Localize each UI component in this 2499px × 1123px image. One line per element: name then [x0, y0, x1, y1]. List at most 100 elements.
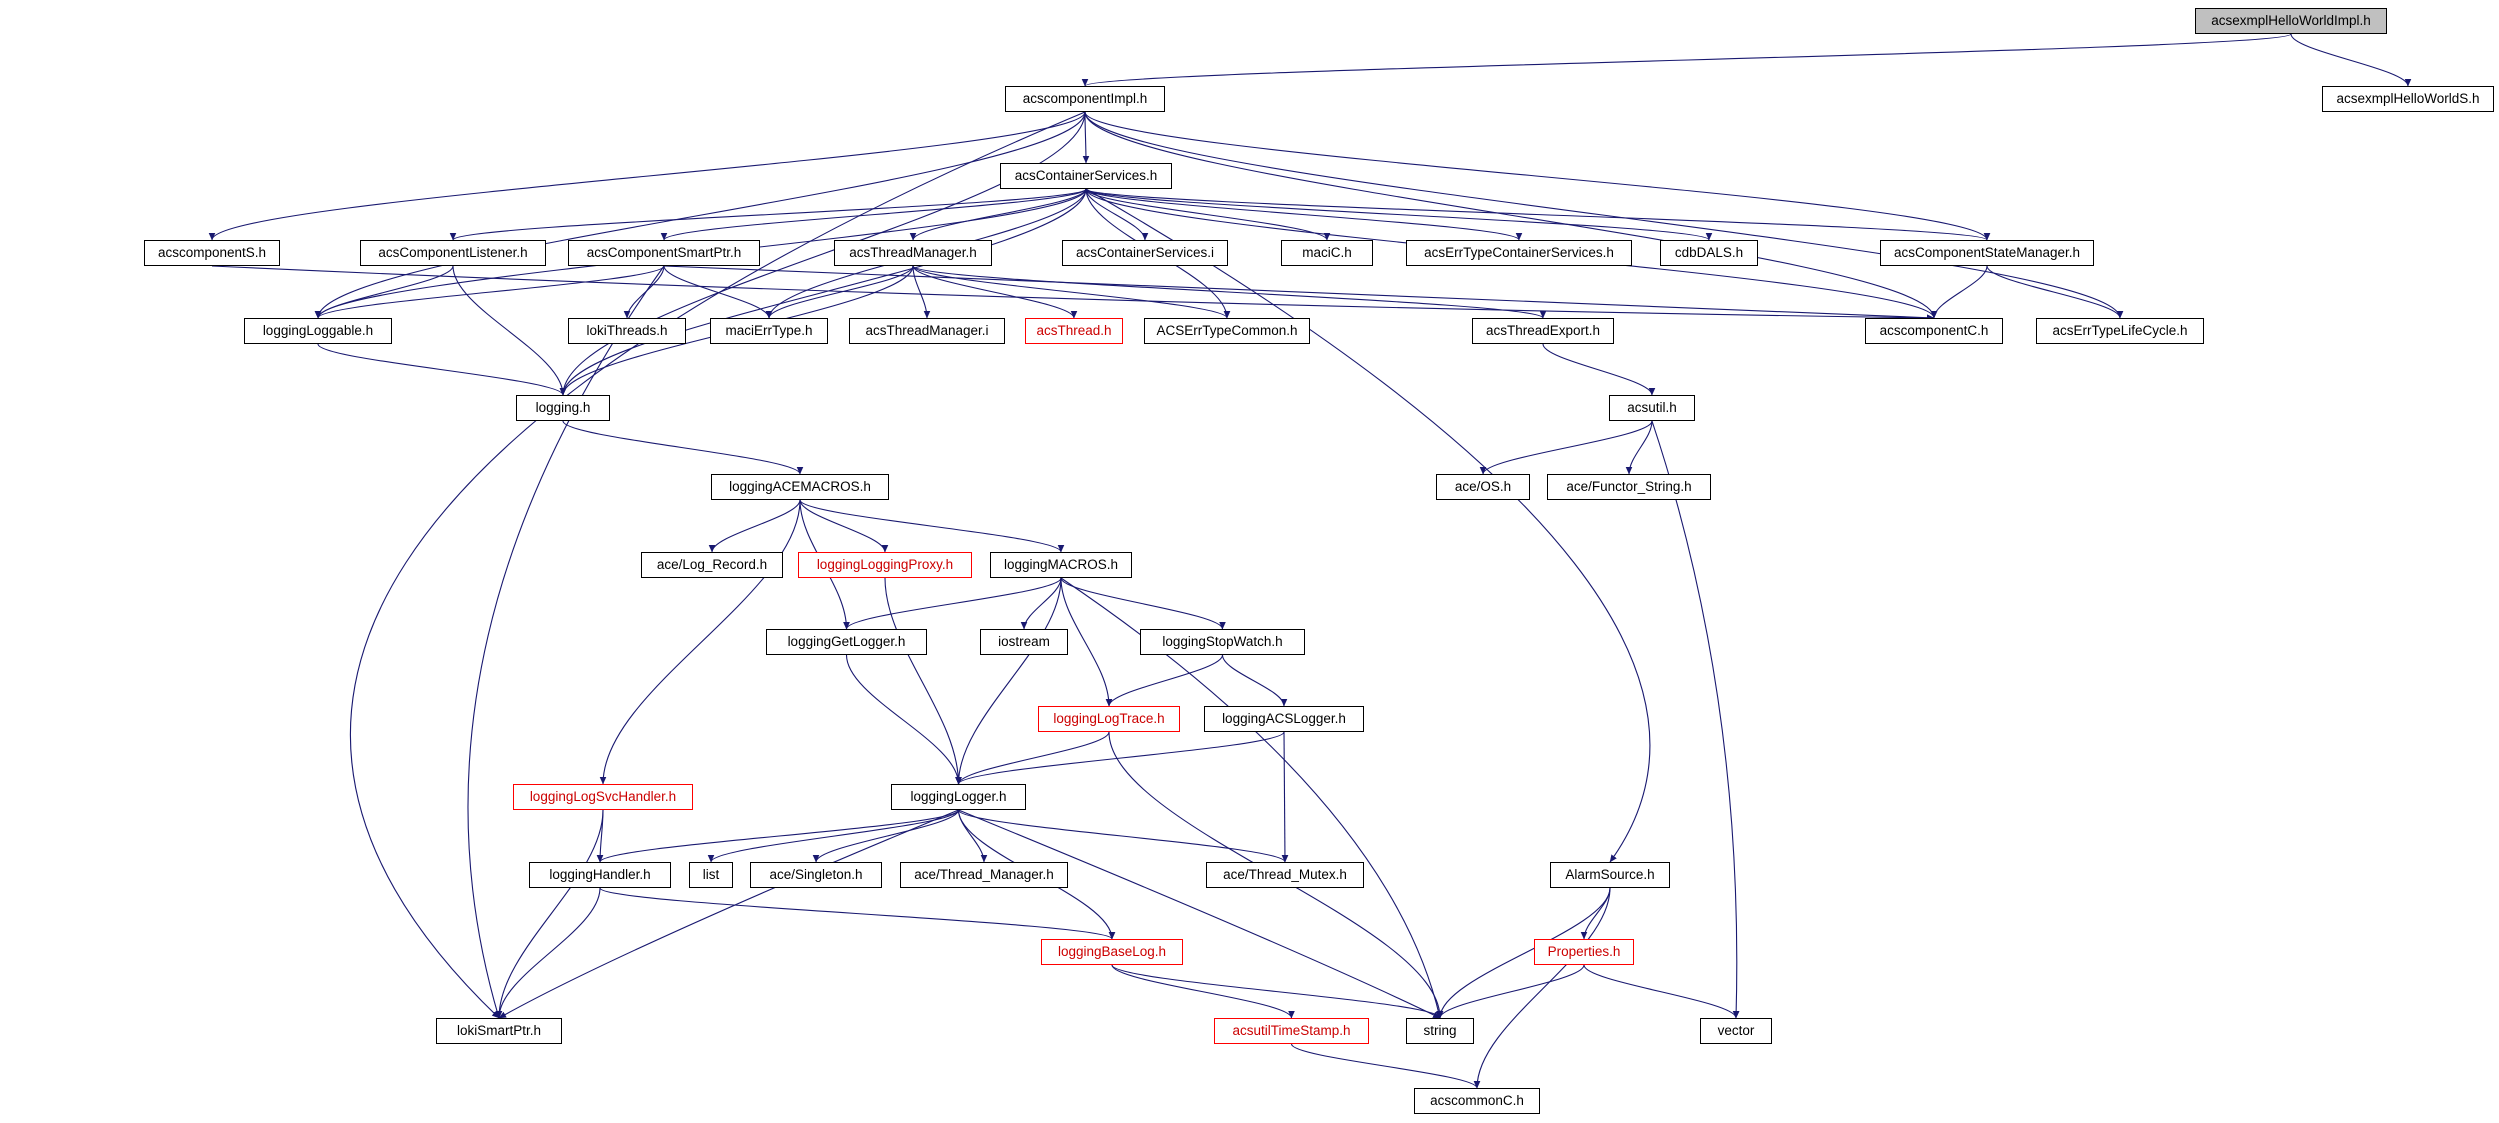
edge-acsutil-to-functorString [1625, 420, 1653, 475]
edge-componentSmartPtr-to-lokiSmartPtr [467, 265, 665, 1019]
edge-threadManager-to-maciErrType [765, 265, 914, 319]
edge-componentListener-to-logging [452, 265, 567, 396]
edge-componentImpl-to-loggable [314, 111, 1086, 319]
edge-baseLog-to-string [1111, 964, 1444, 1019]
graph-node-iostream[interactable]: iostream [980, 629, 1068, 655]
graph-node-list[interactable]: list [689, 862, 733, 888]
graph-node-threadManager[interactable]: acsThreadManager.h [834, 240, 992, 266]
edge-aceMacros-to-loggingMacros [799, 499, 1065, 553]
graph-node-threadManagerI[interactable]: acsThreadManager.i [849, 318, 1005, 344]
graph-node-loggable[interactable]: loggingLoggable.h [244, 318, 392, 344]
edge-containerServices-to-componentStateManager [1085, 188, 1990, 241]
graph-node-aceThreadManager[interactable]: ace/Thread_Manager.h [900, 862, 1068, 888]
graph-node-cdbDALS[interactable]: cdbDALS.h [1660, 240, 1758, 266]
edge-containerServices-to-componentListener [449, 188, 1087, 241]
edge-componentImpl-to-componentStateManager [1084, 111, 1991, 241]
graph-node-errTypeContainerServices[interactable]: acsErrTypeContainerServices.h [1406, 240, 1632, 266]
graph-node-aceMacros[interactable]: loggingACEMACROS.h [711, 474, 889, 500]
graph-node-logging[interactable]: logging.h [516, 395, 610, 421]
graph-node-functorString[interactable]: ace/Functor_String.h [1547, 474, 1711, 500]
graph-node-componentStateManager[interactable]: acsComponentStateManager.h [1880, 240, 2094, 266]
edge-containerServices-to-containerServicesI [1085, 188, 1149, 241]
edge-stopWatch-to-acsLogger [1221, 654, 1288, 707]
edge-logger-to-lokiSmartPtr [498, 809, 959, 1019]
edge-loggingMacros-to-iostream [1020, 577, 1062, 630]
edge-loggingMacros-to-stopWatch [1060, 577, 1226, 630]
graph-node-timeStamp[interactable]: acsutilTimeStamp.h [1214, 1018, 1369, 1044]
graph-node-loggingProxy[interactable]: loggingLoggingProxy.h [798, 552, 972, 578]
edge-getLogger-to-logger [845, 654, 962, 785]
graph-node-maciC[interactable]: maciC.h [1281, 240, 1373, 266]
graph-node-acsThread[interactable]: acsThread.h [1025, 318, 1123, 344]
edge-properties-to-vector [1583, 964, 1740, 1019]
edge-threadManager-to-errTypeCommon [912, 265, 1231, 319]
graph-node-componentSmartPtr[interactable]: acsComponentSmartPtr.h [568, 240, 760, 266]
edge-stopWatch-to-logTrace [1105, 654, 1224, 707]
edge-aceMacros-to-svcHandler [599, 499, 801, 785]
edge-logTrace-to-logger [955, 731, 1110, 785]
graph-node-threadExport[interactable]: acsThreadExport.h [1472, 318, 1614, 344]
graph-node-vector[interactable]: vector [1700, 1018, 1772, 1044]
edge-componentImpl-to-componentS [208, 111, 1086, 241]
edge-loggable-to-logging [317, 343, 567, 396]
edge-componentImpl-to-componentC [1084, 111, 1938, 319]
edge-timeStamp-to-acscommonC [1290, 1043, 1481, 1089]
edge-properties-to-string [1436, 964, 1585, 1019]
graph-node-main[interactable]: acsexmplHelloWorldImpl.h [2195, 8, 2387, 34]
edge-alarmSource-to-string [1436, 887, 1611, 1019]
graph-node-svcHandler[interactable]: loggingLogSvcHandler.h [513, 784, 693, 810]
graph-node-logger[interactable]: loggingLogger.h [891, 784, 1026, 810]
edge-containerServices-to-componentSmartPtr [660, 188, 1087, 241]
graph-node-logTrace[interactable]: loggingLogTrace.h [1038, 706, 1180, 732]
graph-node-errTypeLifeCycle[interactable]: acsErrTypeLifeCycle.h [2036, 318, 2204, 344]
edge-threadManager-to-threadExport [912, 265, 1547, 319]
edge-componentImpl-to-errTypeLifeCycle [1084, 111, 2124, 319]
graph-node-containerServices[interactable]: acsContainerServices.h [1000, 163, 1172, 189]
graph-node-componentImpl[interactable]: acscomponentImpl.h [1005, 86, 1165, 112]
graph-node-loggingMacros[interactable]: loggingMACROS.h [990, 552, 1132, 578]
edge-componentSmartPtr-to-maciErrType [663, 265, 773, 319]
edge-acsLogger-to-threadMutex [1281, 731, 1289, 863]
edge-alarmSource-to-acscommonC [1473, 887, 1611, 1089]
edge-threadExport-to-acsutil [1542, 343, 1656, 396]
edge-componentSmartPtr-to-loggable [314, 265, 665, 319]
edge-componentStateManager-to-errTypeLifeCycle [1986, 265, 2124, 319]
graph-node-baseLog[interactable]: loggingBaseLog.h [1041, 939, 1183, 965]
graph-node-helloWorldS[interactable]: acsexmplHelloWorldS.h [2322, 86, 2494, 112]
graph-node-componentListener[interactable]: acsComponentListener.h [360, 240, 546, 266]
graph-node-getLogger[interactable]: loggingGetLogger.h [766, 629, 927, 655]
edge-componentImpl-to-lokiSmartPtr [350, 111, 1086, 1019]
graph-node-string[interactable]: string [1406, 1018, 1474, 1044]
edge-componentS-to-componentC [211, 265, 1935, 322]
graph-node-componentC[interactable]: acscomponentC.h [1865, 318, 2003, 344]
edge-componentStateManager-to-componentC [1930, 265, 1988, 319]
edge-logger-to-singleton [812, 809, 960, 863]
graph-node-singleton[interactable]: ace/Singleton.h [750, 862, 882, 888]
edge-baseLog-to-timeStamp [1111, 964, 1295, 1019]
graph-node-threadMutex[interactable]: ace/Thread_Mutex.h [1206, 862, 1364, 888]
graph-node-lokiThreads[interactable]: lokiThreads.h [568, 318, 686, 344]
graph-node-handler[interactable]: loggingHandler.h [529, 862, 671, 888]
graph-node-containerServicesI[interactable]: acsContainerServices.i [1062, 240, 1228, 266]
edge-handler-to-baseLog [599, 887, 1116, 940]
graph-node-alarmSource[interactable]: AlarmSource.h [1550, 862, 1670, 888]
edge-componentSmartPtr-to-componentC [663, 265, 1935, 322]
graph-node-stopWatch[interactable]: loggingStopWatch.h [1140, 629, 1305, 655]
edge-containerServices-to-threadManager [909, 188, 1087, 241]
graph-node-acsLogger[interactable]: loggingACSLogger.h [1204, 706, 1364, 732]
graph-node-componentS[interactable]: acscomponentS.h [144, 240, 280, 266]
graph-node-logRecord[interactable]: ace/Log_Record.h [641, 552, 783, 578]
graph-node-acscommonC[interactable]: acscommonC.h [1414, 1088, 1540, 1114]
edge-main-to-helloWorldS [2290, 33, 2412, 87]
graph-node-errTypeCommon[interactable]: ACSErrTypeCommon.h [1144, 318, 1310, 344]
graph-node-aceOS[interactable]: ace/OS.h [1436, 474, 1530, 500]
graph-node-maciErrType[interactable]: maciErrType.h [710, 318, 828, 344]
graph-node-lokiSmartPtr[interactable]: lokiSmartPtr.h [436, 1018, 562, 1044]
graph-node-acsutil[interactable]: acsutil.h [1609, 395, 1695, 421]
edge-threadManager-to-threadManagerI [912, 265, 931, 319]
edge-componentListener-to-loggable [314, 265, 454, 319]
graph-node-properties[interactable]: Properties.h [1534, 939, 1634, 965]
